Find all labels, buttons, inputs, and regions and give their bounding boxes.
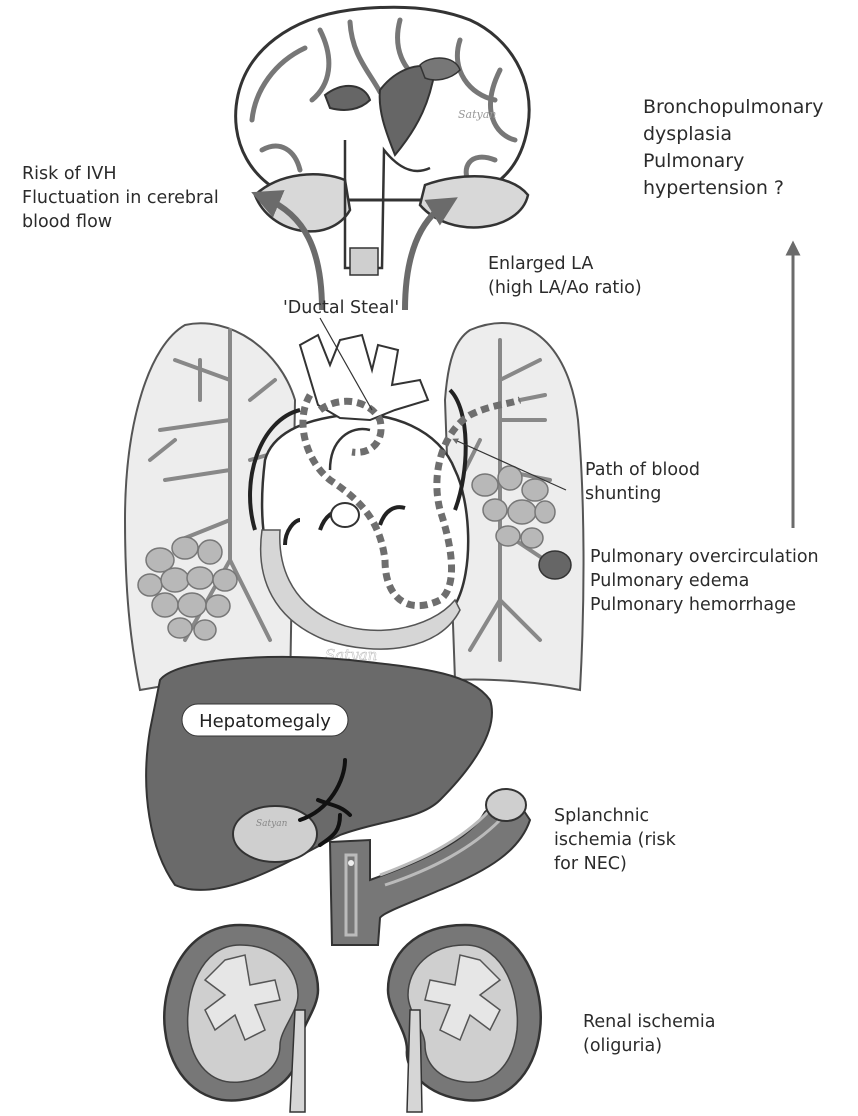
ductal-steal-label: 'Ductal Steal' <box>283 296 399 320</box>
ivh-label: Risk of IVH Fluctuation in cerebral bloo… <box>22 162 219 234</box>
shunt-path-label: Path of blood shunting <box>585 458 700 506</box>
bpd-label: Bronchopulmonary dysplasia Pulmonary hyp… <box>643 94 823 202</box>
left-kidney-illustration <box>388 925 541 1112</box>
hepatomegaly-label: Hepatomegaly <box>199 711 331 732</box>
enlarged-la-label: Enlarged LA (high LA/Ao ratio) <box>488 252 642 300</box>
hemorrhage-spot <box>539 551 571 579</box>
brain-signature: Satyan <box>458 108 496 121</box>
liver-signature: Satyan <box>256 819 288 829</box>
splanchnic-label: Splanchnic ischemia (risk for NEC) <box>554 804 676 876</box>
pulmonary-effects-label: Pulmonary overcirculation Pulmonary edem… <box>590 545 819 617</box>
right-kidney-illustration <box>164 925 318 1112</box>
renal-label: Renal ischemia (oliguria) <box>583 1010 715 1058</box>
brain-illustration: Satyan <box>236 7 530 275</box>
